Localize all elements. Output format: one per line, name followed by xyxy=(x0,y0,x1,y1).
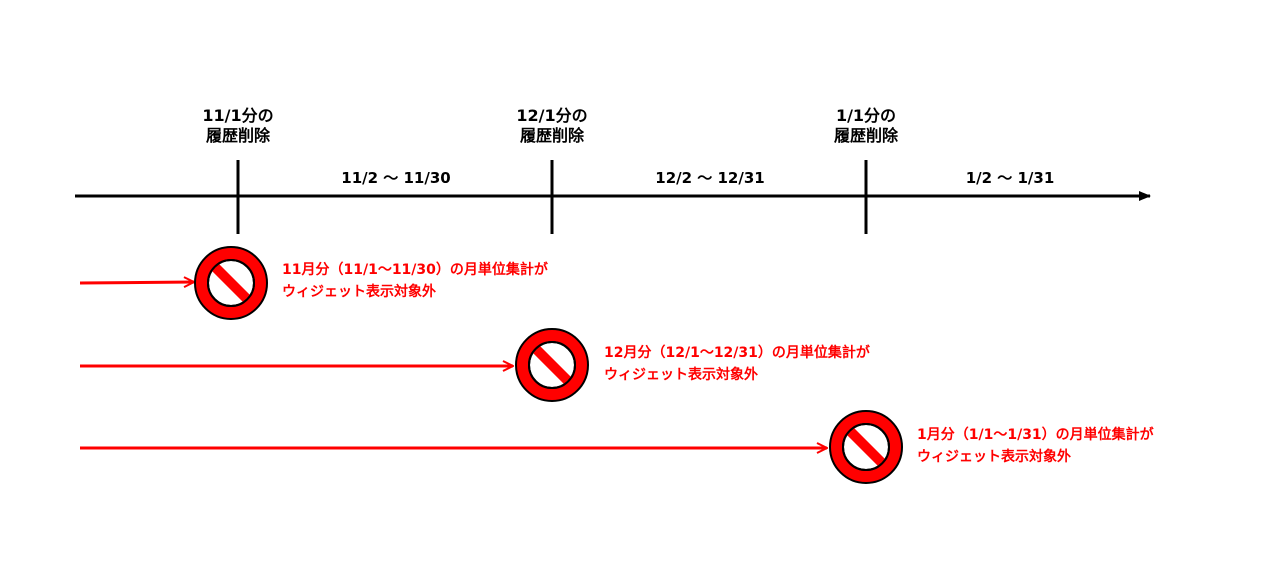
marker-label-line2: 履歴削除 xyxy=(519,126,584,145)
marker-label-3: 1/1分の 履歴削除 xyxy=(796,106,936,146)
range-label-3: 1/2 〜 1/31 xyxy=(965,169,1055,187)
red-arrow-1 xyxy=(79,282,194,283)
prohibited-icon xyxy=(829,410,903,484)
range-label-1: 11/2 〜 11/30 xyxy=(341,169,451,187)
exclusion-note-2: 12月分（12/1〜12/31）の月単位集計が ウィジェット表示対象外 xyxy=(604,343,870,386)
marker-label-line2: 履歴削除 xyxy=(833,126,898,145)
prohibited-icon xyxy=(515,328,589,402)
exclusion-note-line1: 12月分（12/1〜12/31）の月単位集計が xyxy=(604,345,870,361)
marker-label-2: 12/1分の 履歴削除 xyxy=(482,106,622,146)
marker-label-line1: 1/1分の xyxy=(835,106,897,125)
marker-label-line1: 12/1分の xyxy=(516,106,588,125)
exclusion-note-line2: ウィジェット表示対象外 xyxy=(604,366,758,383)
range-label-2: 12/2 〜 12/31 xyxy=(655,169,765,187)
exclusion-note-line2: ウィジェット表示対象外 xyxy=(917,448,1071,465)
exclusion-note-line1: 1月分（1/1〜1/31）の月単位集計が xyxy=(917,427,1154,443)
exclusion-note-3: 1月分（1/1〜1/31）の月単位集計が ウィジェット表示対象外 xyxy=(917,425,1154,468)
exclusion-note-line2: ウィジェット表示対象外 xyxy=(282,283,436,300)
marker-label-line2: 履歴削除 xyxy=(205,126,270,145)
marker-label-line1: 11/1分の xyxy=(202,106,274,125)
exclusion-note-line1: 11月分（11/1〜11/30）の月単位集計が xyxy=(282,262,548,278)
marker-label-1: 11/1分の 履歴削除 xyxy=(168,106,308,146)
exclusion-note-1: 11月分（11/1〜11/30）の月単位集計が ウィジェット表示対象外 xyxy=(282,260,548,303)
prohibited-icon xyxy=(194,246,268,320)
